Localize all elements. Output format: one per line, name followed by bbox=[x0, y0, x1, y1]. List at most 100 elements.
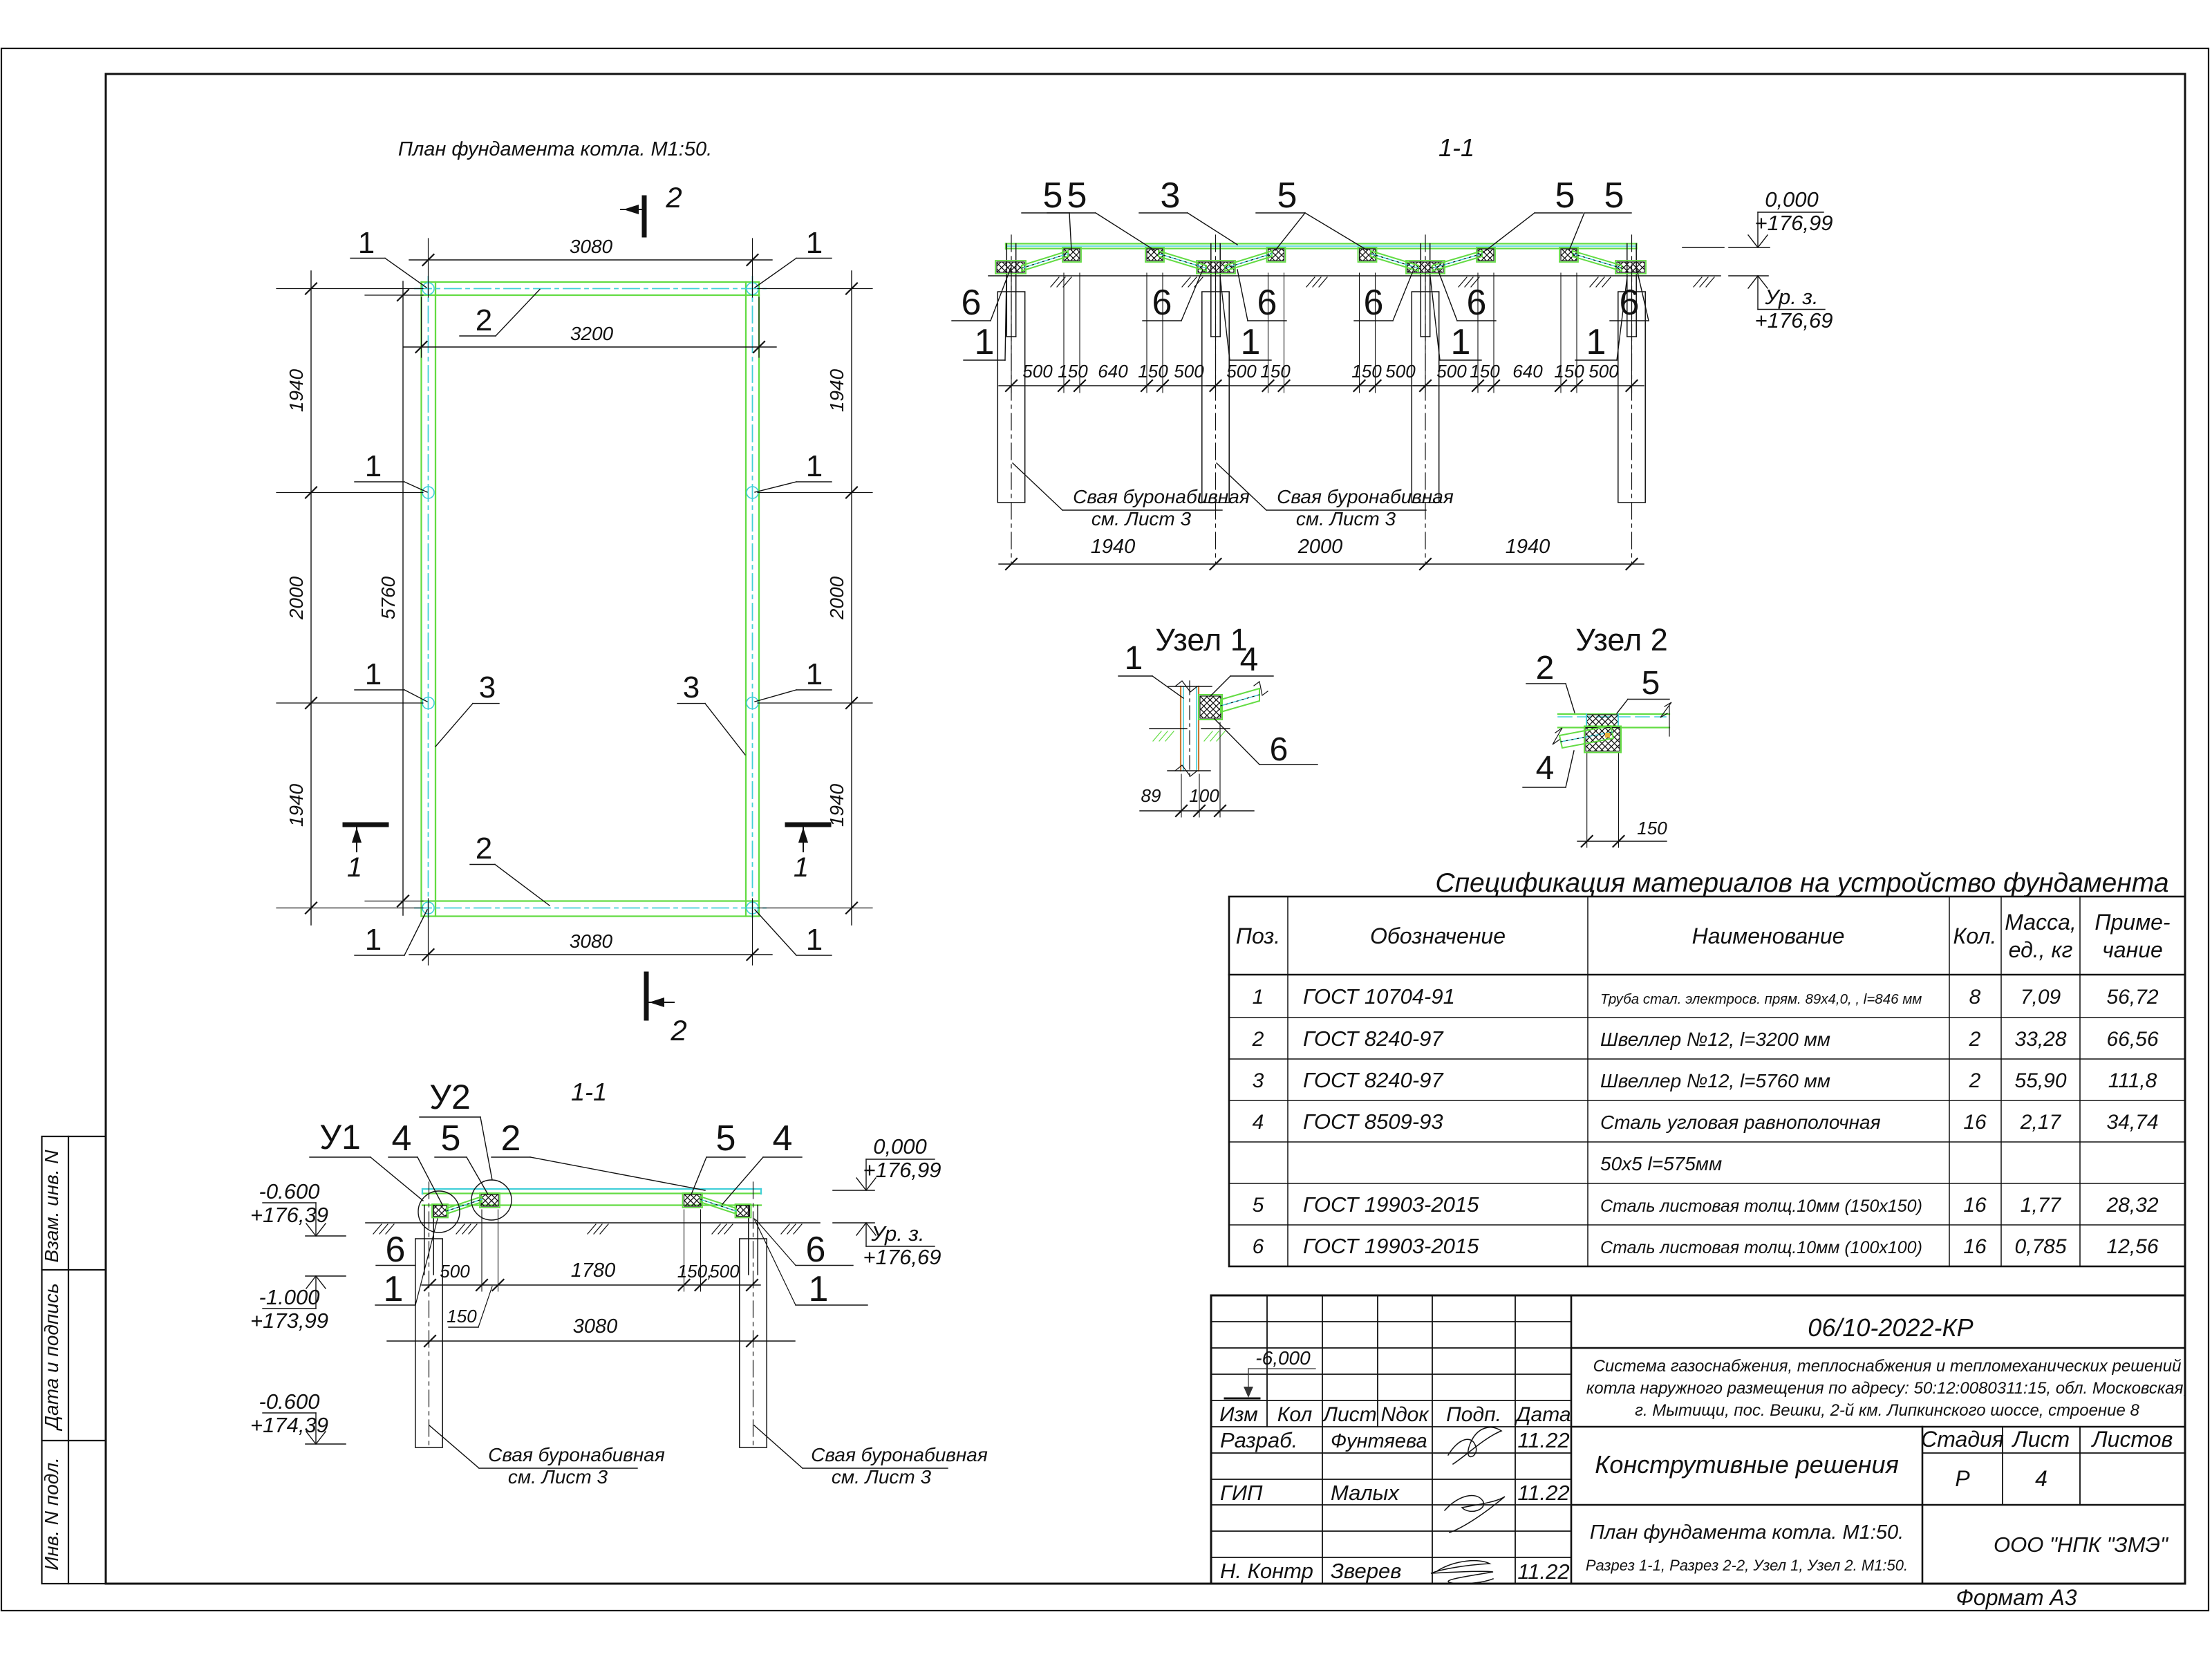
svg-text:см. Лист 3: см. Лист 3 bbox=[1091, 508, 1192, 529]
svg-text:Спецификация материалов на уст: Спецификация материалов на устройство фу… bbox=[1435, 868, 2168, 898]
svg-text:+176,69: +176,69 bbox=[1755, 308, 1833, 332]
svg-text:2: 2 bbox=[665, 181, 682, 214]
svg-text:4: 4 bbox=[2035, 1466, 2047, 1491]
svg-text:У2: У2 bbox=[429, 1078, 471, 1116]
svg-text:Швеллер №12, l=3200 мм: Швеллер №12, l=3200 мм bbox=[1600, 1029, 1830, 1050]
svg-text:+176,99: +176,99 bbox=[863, 1158, 941, 1182]
svg-text:1940: 1940 bbox=[1091, 536, 1136, 558]
svg-text:5: 5 bbox=[1642, 665, 1660, 702]
svg-text:Узел 1: Узел 1 bbox=[1155, 622, 1248, 657]
svg-text:1: 1 bbox=[806, 449, 823, 483]
svg-text:ГОСТ 19903-2015: ГОСТ 19903-2015 bbox=[1303, 1234, 1479, 1258]
svg-text:1: 1 bbox=[794, 852, 809, 883]
svg-text:6: 6 bbox=[1257, 283, 1277, 323]
svg-text:11.22: 11.22 bbox=[1517, 1428, 1569, 1452]
svg-text:500: 500 bbox=[1436, 361, 1467, 382]
svg-text:1: 1 bbox=[809, 1269, 829, 1309]
svg-text:Стадия: Стадия bbox=[1921, 1427, 2004, 1452]
svg-text:66,56: 66,56 bbox=[2106, 1028, 2158, 1051]
svg-text:Инв. N подл.: Инв. N подл. bbox=[41, 1457, 62, 1571]
svg-text:2: 2 bbox=[670, 1014, 686, 1047]
svg-text:2,17: 2,17 bbox=[2020, 1111, 2062, 1134]
svg-text:котла наружного размещения по: котла наружного размещения по адресу: 50… bbox=[1586, 1379, 2188, 1398]
svg-text:150: 150 bbox=[1058, 361, 1088, 382]
svg-text:3080: 3080 bbox=[570, 236, 613, 257]
svg-text:1,77: 1,77 bbox=[2021, 1194, 2062, 1217]
svg-text:Свая буронабивная: Свая буронабивная bbox=[488, 1444, 665, 1465]
svg-text:г. Мытищи, пос. Вешки, 2-й км.: г. Мытищи, пос. Вешки, 2-й км. Липкинско… bbox=[1635, 1401, 2139, 1420]
svg-text:6: 6 bbox=[1152, 283, 1172, 323]
svg-text:Ур. з.: Ур. з. bbox=[1765, 285, 1819, 309]
svg-text:6: 6 bbox=[806, 1230, 826, 1270]
svg-text:1: 1 bbox=[1586, 322, 1606, 362]
svg-text:5: 5 bbox=[1555, 176, 1575, 216]
svg-text:ГИП: ГИП bbox=[1220, 1481, 1263, 1505]
svg-text:150: 150 bbox=[447, 1306, 477, 1327]
svg-text:5: 5 bbox=[1043, 176, 1063, 216]
svg-text:Разраб.: Разраб. bbox=[1220, 1428, 1297, 1452]
svg-text:4: 4 bbox=[392, 1118, 412, 1159]
svg-text:Свая буронабивная: Свая буронабивная bbox=[1277, 486, 1454, 507]
svg-text:ГОСТ 10704-91: ГОСТ 10704-91 bbox=[1303, 984, 1455, 1009]
svg-text:1940: 1940 bbox=[826, 368, 847, 412]
svg-text:1: 1 bbox=[1125, 640, 1143, 677]
svg-text:2: 2 bbox=[501, 1118, 521, 1159]
svg-text:3200: 3200 bbox=[570, 323, 614, 344]
svg-text:Лист: Лист bbox=[2012, 1427, 2070, 1452]
svg-text:1940: 1940 bbox=[285, 368, 307, 412]
svg-text:100: 100 bbox=[1189, 785, 1219, 806]
svg-text:Малых: Малых bbox=[1331, 1481, 1400, 1505]
svg-text:Зверев: Зверев bbox=[1331, 1559, 1401, 1583]
svg-text:2: 2 bbox=[476, 832, 492, 865]
svg-text:1: 1 bbox=[384, 1269, 404, 1309]
svg-text:2: 2 bbox=[1536, 650, 1555, 686]
svg-text:3: 3 bbox=[1253, 1069, 1264, 1092]
svg-text:500: 500 bbox=[1174, 361, 1204, 382]
svg-text:План фундамента котла. М1:50.: План фундамента котла. М1:50. bbox=[398, 138, 712, 160]
svg-text:1: 1 bbox=[1241, 322, 1261, 362]
svg-text:ГОСТ 8240-97: ГОСТ 8240-97 bbox=[1303, 1068, 1444, 1092]
svg-text:1-1: 1-1 bbox=[1438, 133, 1474, 162]
svg-text:Поз.: Поз. bbox=[1236, 924, 1280, 948]
svg-text:У1: У1 bbox=[319, 1118, 361, 1156]
svg-text:33,28: 33,28 bbox=[2014, 1028, 2066, 1051]
svg-text:Изм: Изм bbox=[1219, 1403, 1258, 1426]
svg-text:2: 2 bbox=[1969, 1028, 1981, 1051]
svg-text:ед., кг: ед., кг bbox=[2009, 937, 2073, 962]
svg-text:1-1: 1-1 bbox=[571, 1078, 607, 1106]
svg-text:+176,39: +176,39 bbox=[250, 1203, 328, 1227]
svg-text:500: 500 bbox=[1588, 361, 1619, 382]
svg-text:2: 2 bbox=[1252, 1028, 1264, 1051]
svg-text:1: 1 bbox=[365, 449, 382, 483]
svg-text:ГОСТ 8240-97: ГОСТ 8240-97 bbox=[1303, 1027, 1444, 1051]
svg-text:1: 1 bbox=[806, 226, 823, 260]
svg-text:150: 150 bbox=[1260, 361, 1291, 382]
svg-text:План фундамента котла. М1:50.: План фундамента котла. М1:50. bbox=[1590, 1521, 1904, 1544]
svg-text:Сталь листовая толщ.10мм (150х: Сталь листовая толщ.10мм (150х150) bbox=[1600, 1197, 1922, 1216]
svg-text:2000: 2000 bbox=[1297, 536, 1343, 558]
svg-text:Дата и подпись: Дата и подпись bbox=[41, 1283, 62, 1431]
svg-text:6: 6 bbox=[1364, 283, 1384, 323]
svg-text:500: 500 bbox=[709, 1261, 740, 1282]
svg-text:Подп.: Подп. bbox=[1446, 1403, 1501, 1426]
svg-text:Швеллер №12, l=5760 мм: Швеллер №12, l=5760 мм bbox=[1600, 1070, 1830, 1091]
svg-text:6: 6 bbox=[1270, 731, 1288, 768]
svg-text:7,09: 7,09 bbox=[2021, 986, 2061, 1009]
svg-text:0,000: 0,000 bbox=[1765, 187, 1819, 212]
svg-text:150: 150 bbox=[1554, 361, 1584, 382]
svg-text:5: 5 bbox=[1277, 176, 1297, 216]
svg-text:Обозначение: Обозначение bbox=[1370, 924, 1506, 948]
svg-text:0,785: 0,785 bbox=[2014, 1235, 2066, 1258]
svg-text:1: 1 bbox=[975, 322, 995, 362]
svg-text:6: 6 bbox=[386, 1230, 406, 1270]
svg-text:Свая буронабивная: Свая буронабивная bbox=[1073, 486, 1250, 507]
svg-text:Лист: Лист bbox=[1322, 1403, 1376, 1426]
svg-text:16: 16 bbox=[1963, 1111, 1987, 1134]
svg-text:5: 5 bbox=[441, 1118, 461, 1159]
svg-text:Сталь листовая толщ.10мм (100х: Сталь листовая толщ.10мм (100х100) bbox=[1600, 1238, 1922, 1257]
svg-text:чание: чание bbox=[2102, 937, 2163, 962]
svg-text:Н. Контр: Н. Контр bbox=[1220, 1559, 1313, 1583]
svg-text:0,000: 0,000 bbox=[873, 1134, 927, 1159]
svg-text:150: 150 bbox=[1470, 361, 1500, 382]
svg-text:Листов: Листов bbox=[2091, 1427, 2173, 1452]
